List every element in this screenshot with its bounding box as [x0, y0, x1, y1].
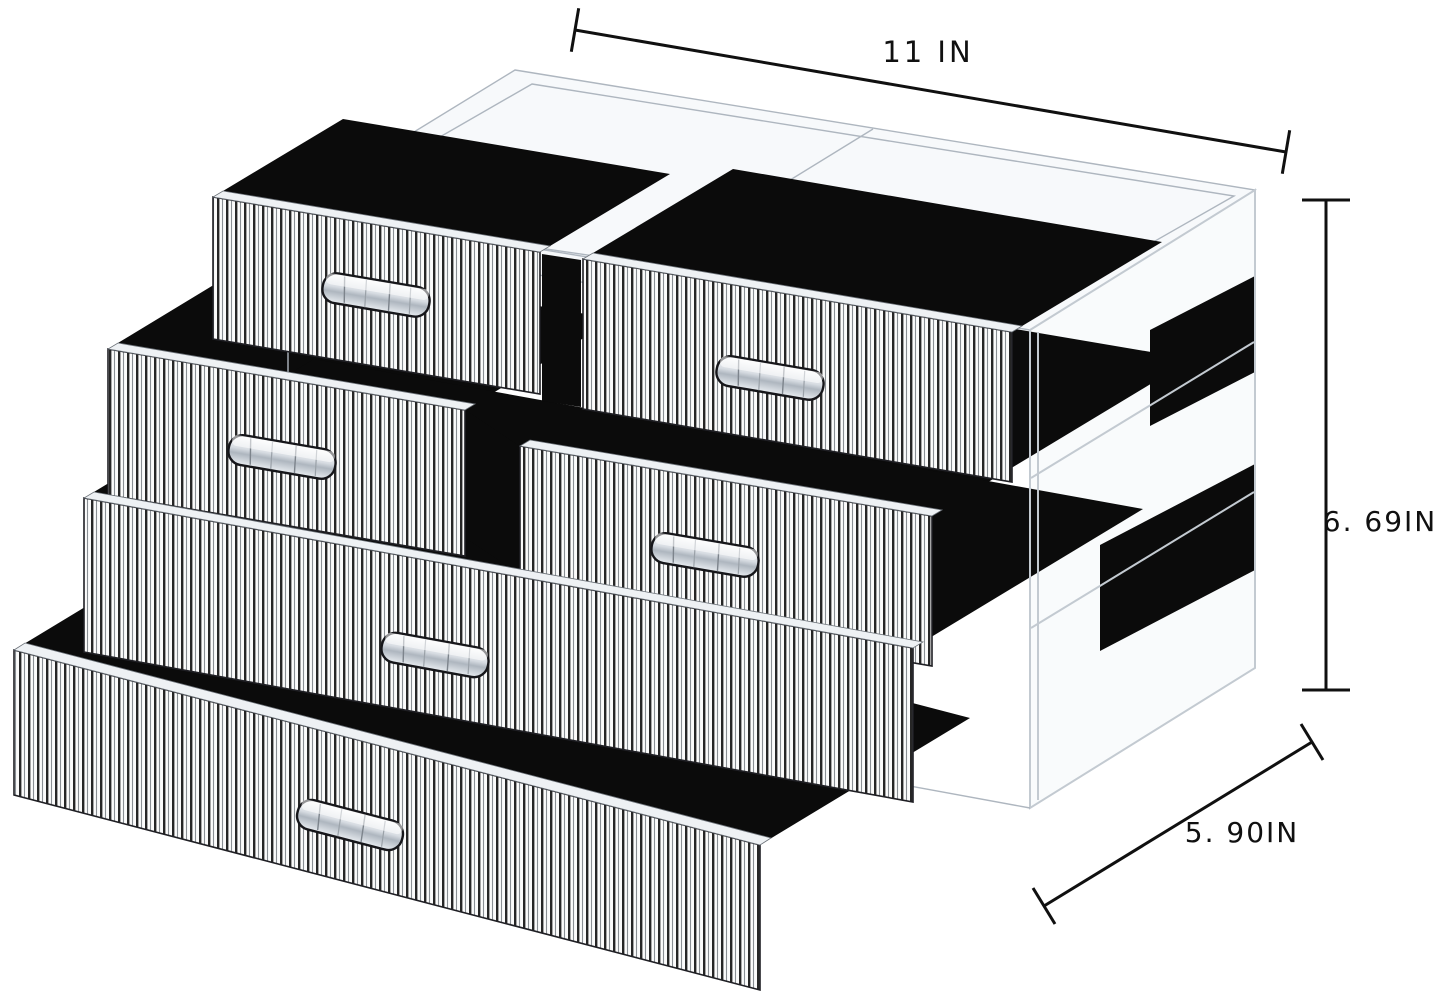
liner-drawer-2: [583, 169, 1162, 332]
drawer-mid-left: [106, 342, 477, 557]
width-tick-left: [569, 8, 581, 52]
height-dimension-label: 6. 69IN: [1323, 505, 1437, 538]
liner-through-wall-lower: [1100, 464, 1255, 651]
liner-gap-row1: [542, 254, 581, 407]
width-tick-right: [1280, 130, 1292, 174]
right-wall-outline: [1029, 188, 1256, 810]
depth-tick-left: [1031, 887, 1057, 925]
drawer-long-bottom: [13, 642, 772, 992]
width-dimension: 11 IN: [569, 8, 1292, 174]
drawer-top-left: [211, 190, 552, 395]
depth-dimension: 5. 90IN: [1031, 723, 1325, 925]
height-dimension: 6. 69IN: [1302, 198, 1437, 692]
liner-drawer-1: [213, 119, 670, 252]
depth-tick-right: [1299, 723, 1325, 761]
depth-dimension-label: 5. 90IN: [1185, 816, 1299, 849]
shelf-edge-upper: [1030, 341, 1255, 479]
drawer-top-right: [581, 252, 1024, 483]
drawers: [13, 190, 1024, 992]
dimension-annotations: 11 IN 6. 69IN 5. 90IN: [569, 8, 1437, 925]
width-dimension-label: 11 IN: [882, 35, 973, 69]
shelf-edge-lower: [1030, 491, 1255, 629]
liner-gap-row2: [467, 411, 518, 573]
drawer-long-upper: [82, 491, 925, 803]
